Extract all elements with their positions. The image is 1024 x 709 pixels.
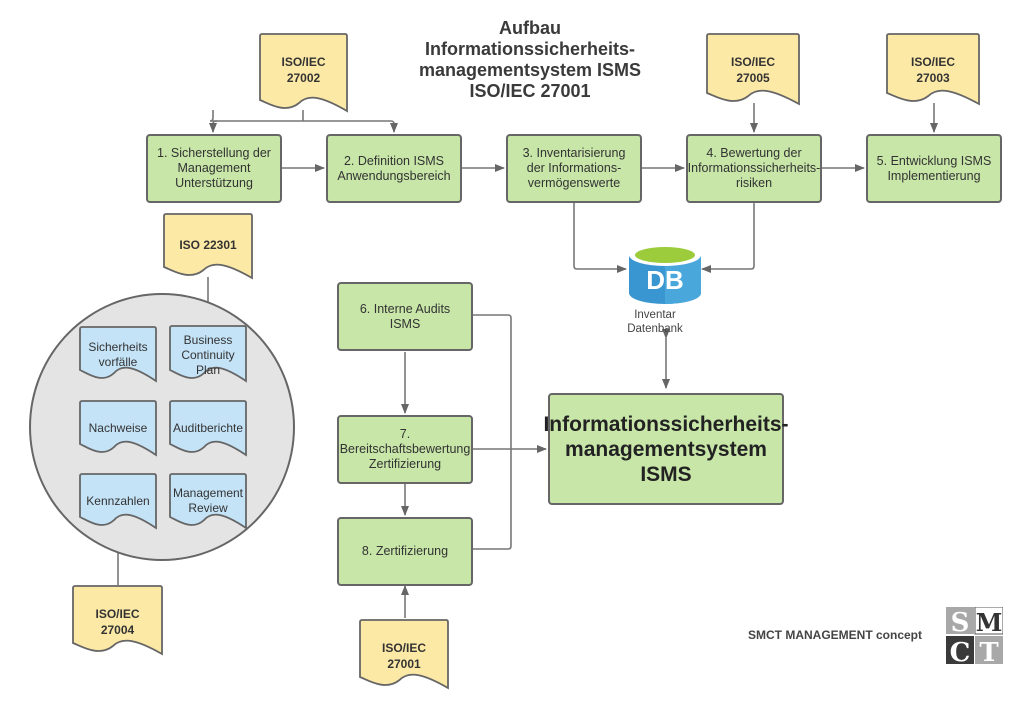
- document-kennzahlen[interactable]: Kennzahlen: [79, 473, 157, 530]
- document-label: Sicherheits vorfälle: [88, 340, 148, 369]
- standard-document-shape: [163, 213, 253, 280]
- document-shape: [169, 473, 247, 530]
- document-label: Kennzahlen: [86, 494, 150, 508]
- standard-label: ISO/IEC 27005: [730, 55, 775, 85]
- process-step-7[interactable]: 7. Bereitschaftsbewertung Zertifizierung: [337, 415, 473, 484]
- document-shape: [79, 473, 157, 530]
- arrow-step3-db: [573, 202, 627, 273]
- document-label: Management Review: [172, 486, 244, 515]
- standard-label: ISO/IEC 27001: [381, 641, 426, 671]
- standard-iso-27004[interactable]: ISO/IEC 27004: [72, 585, 163, 656]
- standard-document-shape: [72, 585, 163, 656]
- process-step-3[interactable]: 3. Inventarisierung der Informations- ve…: [506, 134, 642, 203]
- arrow-27002-step1: [209, 110, 217, 122]
- document-label: Nachweise: [88, 421, 148, 435]
- process-step-5[interactable]: 5. Entwicklung ISMS Implementierung: [866, 134, 1002, 203]
- process-step-1[interactable]: 1. Sicherstellung der Management Unterst…: [146, 134, 282, 203]
- arrow-27002-to-step2: [303, 120, 398, 133]
- standard-label: ISO/IEC 27004: [95, 607, 140, 637]
- standard-document-shape: [706, 33, 800, 106]
- document-auditberichte[interactable]: Auditberichte: [169, 400, 247, 457]
- document-business-continuity-plan[interactable]: Business Continuity Plan: [169, 325, 247, 383]
- process-step-2[interactable]: 2. Definition ISMS Anwendungsbereich: [326, 134, 462, 203]
- documents-circle: [29, 293, 295, 561]
- logo-letter-s: S: [951, 608, 970, 638]
- standard-label: ISO 22301: [179, 238, 237, 252]
- arrow-db-step4: [701, 195, 758, 273]
- process-step-4[interactable]: 4. Bewertung der Informationssicherheits…: [686, 134, 822, 203]
- standard-iso-27003[interactable]: ISO/IEC 27003: [886, 33, 980, 106]
- standard-iso-27002[interactable]: ISO/IEC 27002: [259, 33, 348, 113]
- logo-letter-m: M: [976, 608, 1003, 637]
- document-shape: [169, 325, 247, 383]
- standard-label: ISO/IEC 27003: [910, 55, 955, 85]
- db-icon-text: DB: [646, 265, 684, 295]
- document-management-review[interactable]: Management Review: [169, 473, 247, 530]
- standard-iso-27005[interactable]: ISO/IEC 27005: [706, 33, 800, 106]
- document-label: Auditberichte: [172, 421, 244, 435]
- standard-label: ISO/IEC 27002: [281, 55, 326, 85]
- isms-box[interactable]: Informationssicherheits- managementsyste…: [543, 393, 789, 505]
- document-label: Business Continuity Plan: [181, 333, 235, 377]
- document-shape: [79, 326, 157, 383]
- process-step-6[interactable]: 6. Interne Audits ISMS: [337, 282, 473, 351]
- standard-document-shape: [259, 33, 348, 113]
- smct-logo: S M C T: [946, 607, 1003, 664]
- standard-document-shape: [359, 619, 449, 690]
- logo-letter-t: T: [979, 638, 999, 664]
- logo-letter-c: C: [950, 638, 971, 664]
- diagram-title: Aufbau Informationssicherheits- manageme…: [418, 18, 642, 101]
- document-nachweise[interactable]: Nachweise: [79, 400, 157, 457]
- database-label: Inventar Datenbank: [627, 309, 683, 335]
- document-shape: [169, 400, 247, 457]
- document-sicherheitsvorfaelle[interactable]: Sicherheits vorfälle: [79, 326, 157, 383]
- document-shape: [79, 400, 157, 457]
- arrow-27002-to-step1: [209, 120, 303, 133]
- connector-step6-bus: [472, 314, 512, 550]
- process-step-8[interactable]: 8. Zertifizierung: [337, 517, 473, 586]
- standard-iso-22301[interactable]: ISO 22301: [163, 213, 253, 280]
- database-icon: DB: [629, 244, 701, 304]
- brand-text: SMCT MANAGEMENT concept: [748, 628, 922, 642]
- standard-iso-27001[interactable]: ISO/IEC 27001: [359, 619, 449, 690]
- standard-document-shape: [886, 33, 980, 106]
